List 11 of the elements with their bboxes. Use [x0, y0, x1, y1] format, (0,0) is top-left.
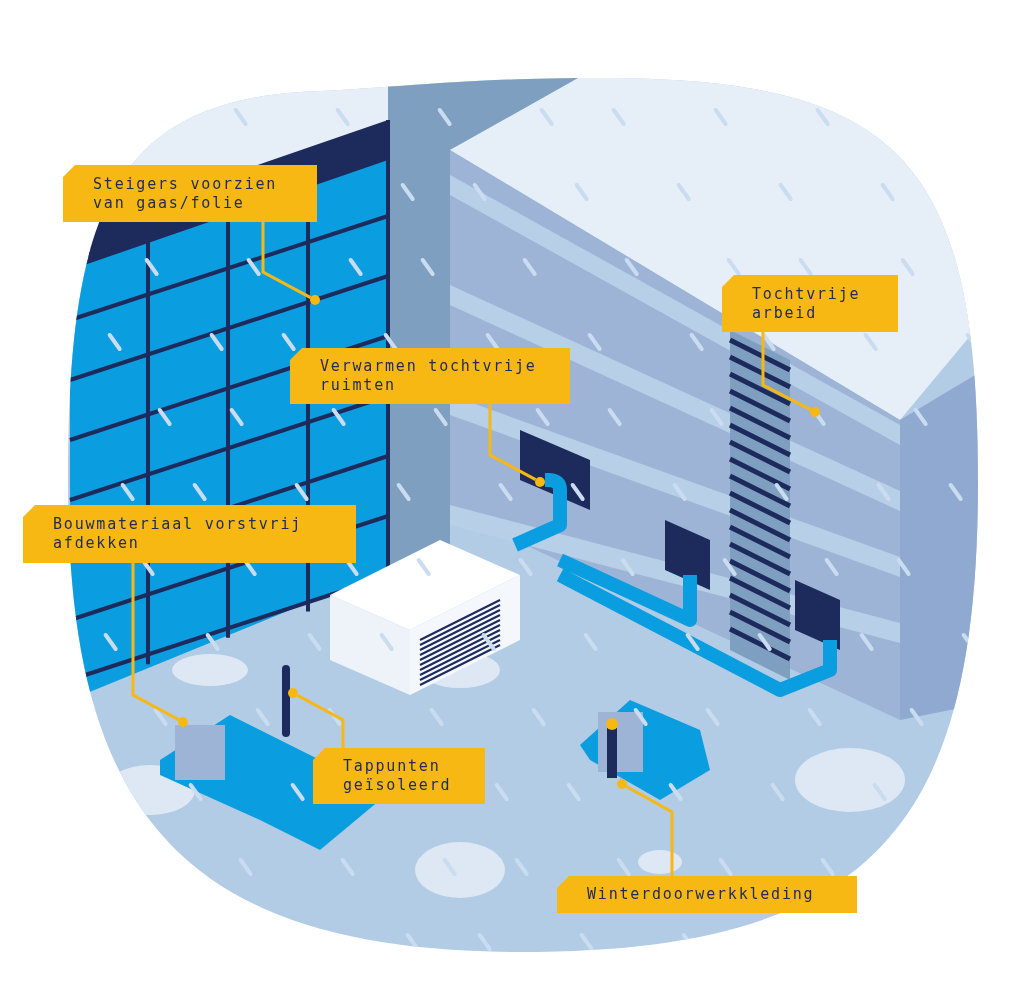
callout-label: Bouwmateriaal vorstvrij afdekken [23, 505, 356, 563]
leader-line [761, 332, 812, 412]
leader-line [261, 222, 312, 299]
callout-label: Steigers voorzien van gaas/folie [63, 165, 317, 222]
leader-line [488, 404, 537, 481]
callout-label: Tappunten geïsoleerd [313, 748, 485, 804]
leader-line [625, 785, 674, 876]
callout-label: Winterdoorwerkkleding [557, 876, 857, 913]
callout-label: Verwarmen tochtvrije ruimten [290, 348, 570, 404]
leader-line [131, 563, 180, 721]
callout-label: Tochtvrije arbeid [722, 275, 898, 332]
